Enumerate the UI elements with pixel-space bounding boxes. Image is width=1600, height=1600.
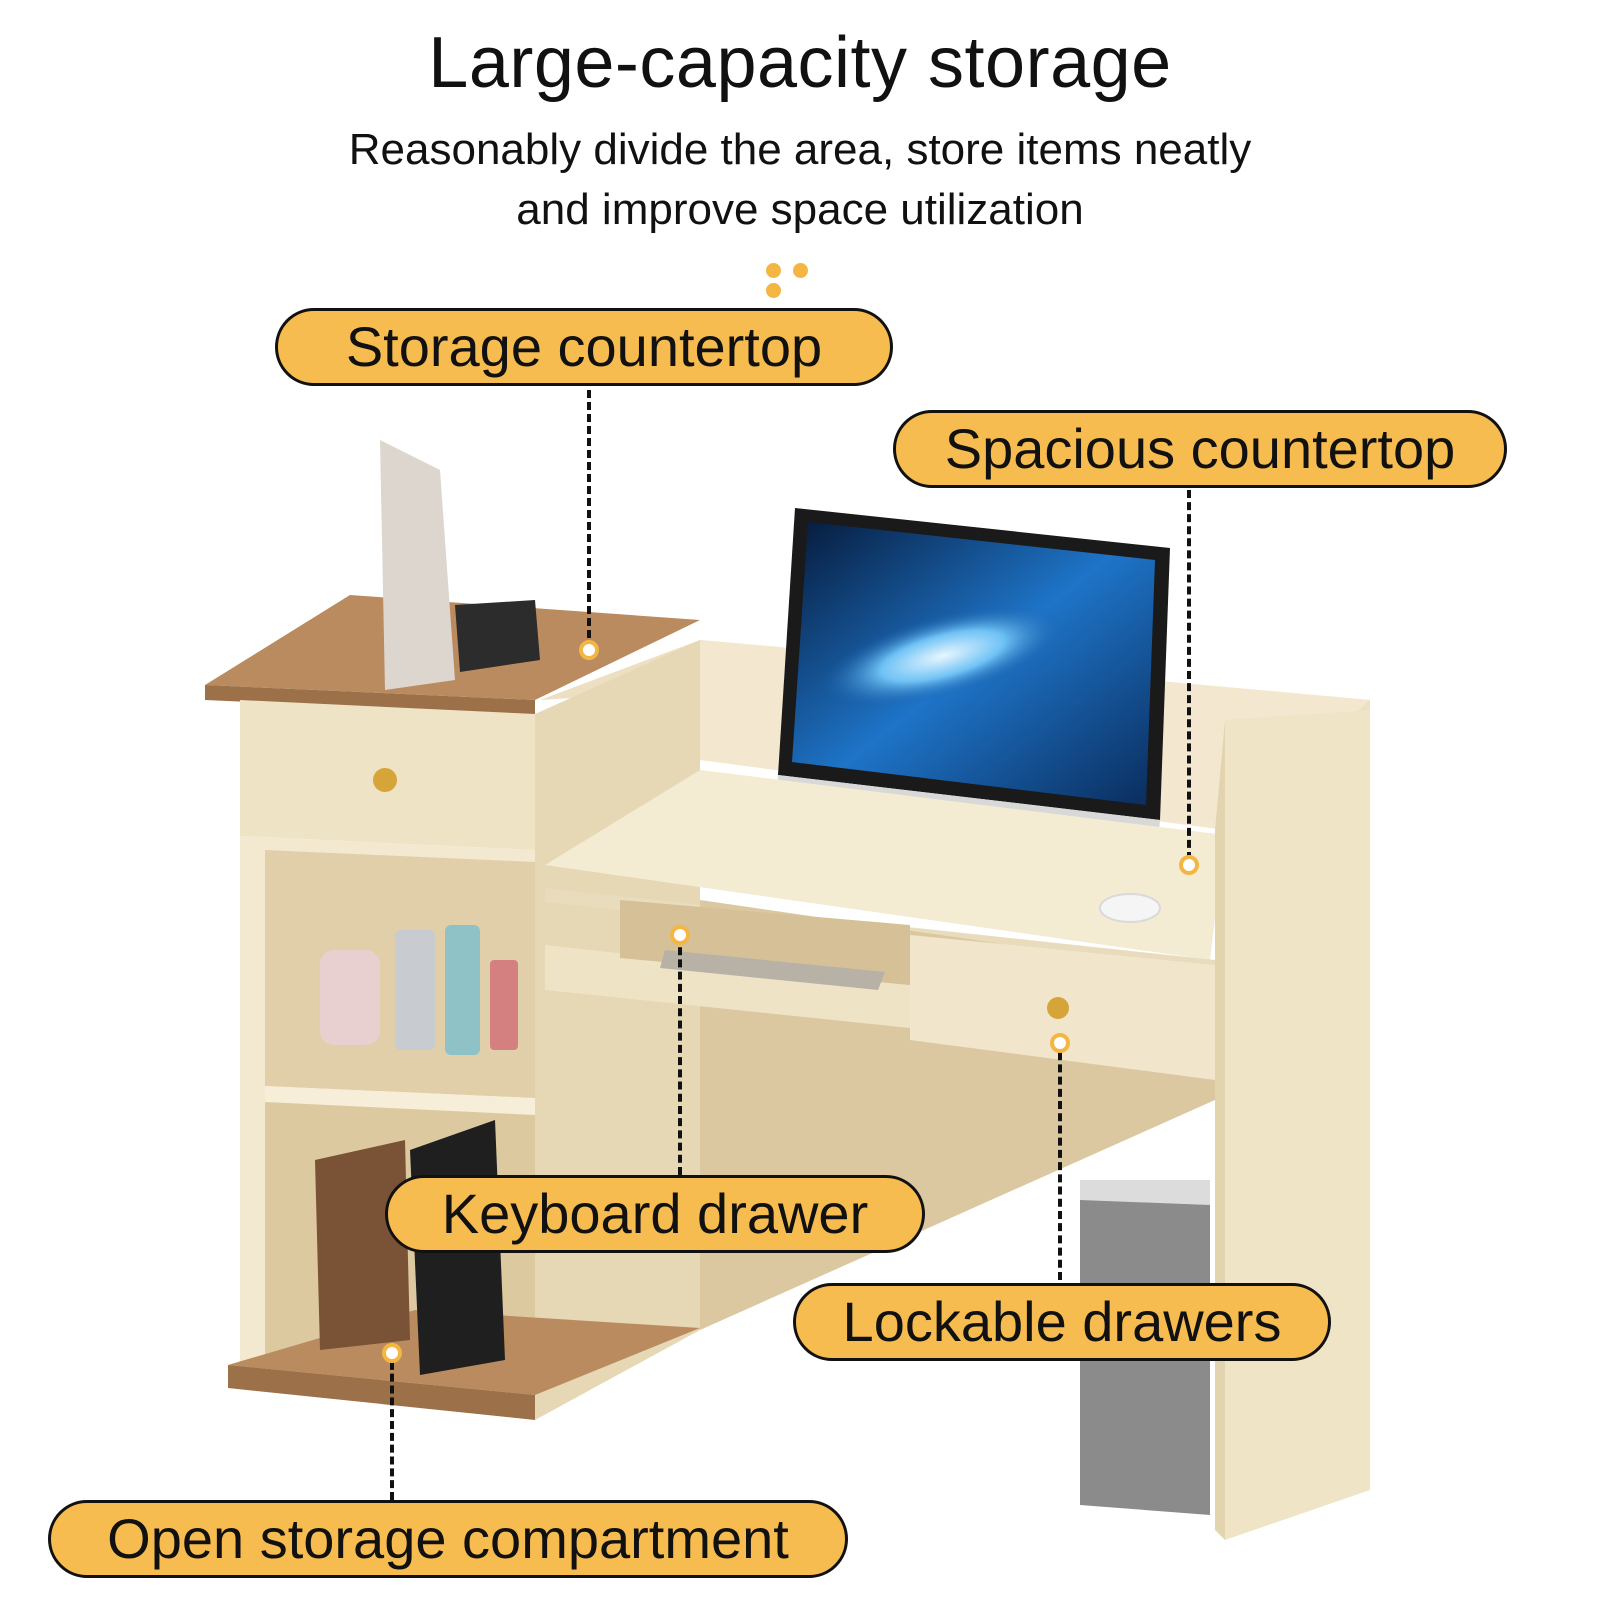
marker-storage-countertop [579, 640, 599, 660]
subtitle-line-1: Reasonably divide the area, store items … [348, 125, 1252, 174]
page-title: Large-capacity storage [428, 23, 1172, 103]
callout-lockable-drawers: Lockable drawers [793, 1283, 1331, 1361]
callout-spacious-countertop: Spacious countertop [893, 410, 1507, 488]
marker-open-storage [382, 1343, 402, 1363]
leader-line-open-storage [390, 1350, 394, 1500]
subtitle-line-2: and improve space utilization [516, 185, 1084, 234]
marker-spacious-countertop [1179, 855, 1199, 875]
leader-line-keyboard-drawer [678, 935, 682, 1175]
leader-line-storage-countertop [587, 390, 591, 650]
callout-storage-countertop: Storage countertop [275, 308, 893, 386]
marker-keyboard-drawer [670, 925, 690, 945]
decorative-dots [766, 263, 846, 298]
leader-line-lockable-drawers [1058, 1040, 1062, 1280]
callout-keyboard-drawer: Keyboard drawer [385, 1175, 925, 1253]
callout-open-storage: Open storage compartment [48, 1500, 848, 1578]
leader-line-spacious-countertop [1187, 490, 1191, 860]
marker-lockable-drawers [1050, 1033, 1070, 1053]
